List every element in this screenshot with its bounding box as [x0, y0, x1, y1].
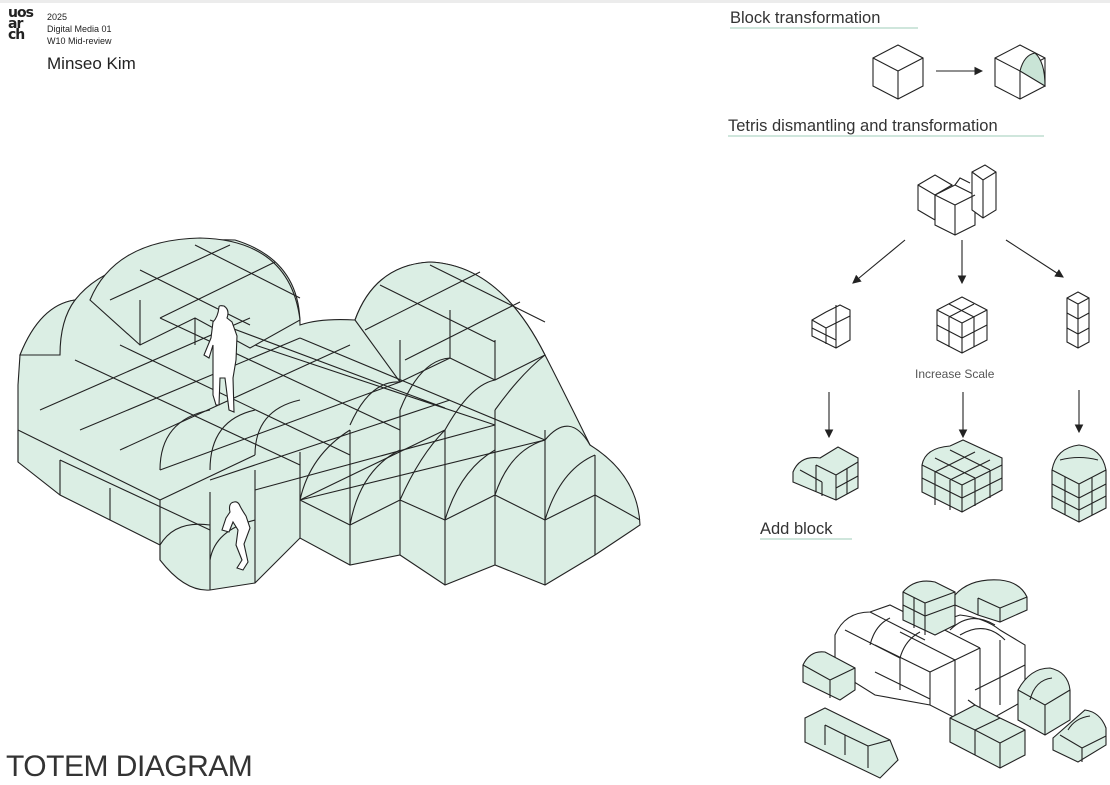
top-rule — [0, 0, 1110, 3]
add-block-far-right — [1052, 709, 1107, 763]
logo-line-2: ar — [8, 16, 23, 32]
totem-isometric-diagram — [17, 237, 641, 591]
face-arches — [159, 354, 596, 561]
add-block-left — [802, 651, 856, 701]
scaled-piece-small — [792, 446, 859, 501]
add-block-right — [1017, 667, 1071, 736]
year-label: 2025 — [47, 12, 68, 22]
dome-grid-right — [364, 264, 546, 382]
cube-after — [994, 44, 1046, 100]
add-block-diagram — [802, 579, 1107, 779]
add-block-top — [902, 580, 956, 636]
front-face-verticals — [17, 410, 596, 590]
piece-cube — [936, 296, 988, 354]
person-sitting-icon — [221, 501, 251, 571]
piece-small — [811, 304, 851, 349]
block-transformation-underline — [730, 27, 918, 29]
add-block-bottom-left — [804, 707, 899, 779]
piece-column — [1066, 291, 1090, 349]
project-meta: 2025 Digital Media 01 W10 Mid-review — [47, 11, 112, 47]
scaled-piece-column — [1051, 444, 1107, 523]
course-label: Digital Media 01 — [47, 24, 112, 34]
dome-grid-left — [109, 244, 301, 345]
add-block-underline — [760, 538, 852, 540]
arrow-down-left — [852, 239, 906, 284]
tetris-title: Tetris dismantling and transformation — [728, 117, 998, 135]
scaled-piece-cube — [921, 439, 1003, 513]
tetris-diagram — [792, 164, 1107, 523]
center-assembly — [834, 604, 1026, 729]
block-transformation-title: Block transformation — [730, 9, 881, 27]
block-transformation-diagram — [872, 44, 1046, 100]
cube-before — [872, 44, 924, 100]
tetris-underline — [728, 135, 1044, 137]
arrow-down-right — [1005, 239, 1064, 278]
front-face-horizontals — [17, 429, 641, 531]
top-deck-grid — [39, 317, 546, 501]
tetris-assembly — [917, 164, 997, 236]
main-title: TOTEM DIAGRAM — [6, 750, 253, 783]
add-block-title: Add block — [760, 520, 833, 538]
person-standing-icon — [203, 305, 238, 413]
author-name: Minseo Kim — [47, 54, 136, 73]
logo-line-1: uos — [8, 5, 34, 21]
increase-scale-label: Increase Scale — [915, 367, 995, 381]
add-block-top-right — [954, 579, 1028, 623]
dome-top-left — [89, 237, 301, 349]
dome-left — [19, 299, 77, 356]
logo-line-3: ch — [8, 27, 25, 43]
review-label: W10 Mid-review — [47, 36, 112, 46]
school-logo: uos ar ch — [8, 5, 44, 43]
